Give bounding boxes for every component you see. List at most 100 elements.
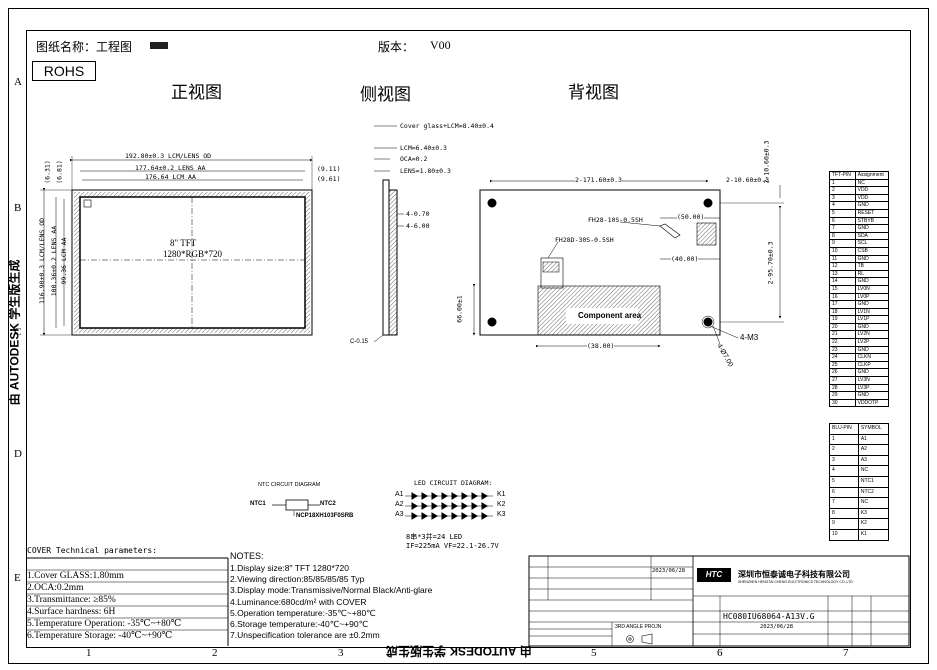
zone-col-1: 1 (86, 647, 92, 659)
blu-pin-cell: 2 (829, 444, 859, 456)
tft-signal-cell: CLKP (854, 360, 890, 370)
projection-label: 3RD ANGLE PROJN (615, 624, 662, 630)
zone-col-6: 6 (717, 647, 723, 659)
back-dim-50: (50.00) (677, 213, 705, 221)
tft-pin-cell: 17 (829, 300, 856, 309)
component-area-label: Component area (578, 311, 642, 320)
note-item: 6.Storage temperature:-40℃~+90℃ (230, 619, 369, 630)
dim-left-2: (6.81) (55, 160, 64, 184)
back-dim-40: (40.00) (671, 255, 699, 263)
company-name-en: SHENZHEN HENGTAI CHENG ELECTRONICS TECHN… (738, 580, 853, 584)
tft-pin-cell: 6 (829, 216, 856, 226)
blu-symbol-header: SYMBOL (857, 423, 890, 435)
tft-signal-cell: VDD (854, 193, 890, 203)
blu-symbol-cell: K3 (857, 507, 890, 520)
tft-signal-cell: TB (854, 262, 890, 271)
tft-signal-cell: RESET (854, 208, 890, 218)
led-k3: K3 (497, 511, 506, 518)
side-oca: OCA=0.2 (400, 155, 428, 163)
tft-signal-cell: CSB (854, 246, 890, 256)
tft-pin-cell: 26 (829, 368, 856, 378)
back-right-dim-v: 2-95.70±0.3 (766, 241, 775, 285)
note-item: 2.Viewing direction:85/85/85/85 Typ (230, 574, 365, 585)
tft-pin-cell: 11 (829, 254, 856, 264)
company-name: 深圳市恒泰诚电子科技有限公司 (738, 570, 850, 579)
tft-pin-cell: 20 (829, 322, 856, 332)
blu-pin-cell: 4 (829, 465, 859, 477)
title-block-frame (528, 555, 910, 647)
tft-signal-cell: GND (854, 391, 890, 400)
dim-lens-aa: 177.64±0.2 LENS AA (135, 164, 206, 172)
tft-pin-cell: 23 (829, 345, 856, 355)
zone-col-5: 5 (591, 647, 597, 659)
zone-col-3: 3 (338, 647, 344, 659)
blu-symbol-cell: A1 (857, 433, 890, 446)
side-view (373, 125, 404, 343)
side-lcm: LCM=6.40±0.3 (400, 144, 447, 152)
blu-pin-cell: 3 (829, 454, 859, 467)
drawing-name-redacted (150, 42, 168, 49)
blu-pin-cell: 10 (829, 528, 859, 541)
cover-item: 6.Temperature Storage: -40℃~+90℃ (27, 631, 173, 641)
side-lcm (388, 189, 398, 336)
tft-pin-cell: 22 (829, 338, 856, 347)
led-k1: K1 (497, 491, 506, 498)
dim-v-lcm-aa: 99.36 LCM AA (60, 237, 68, 285)
blu-symbol-cell: NC (857, 497, 890, 509)
tft-pin-cell: 5 (829, 208, 856, 218)
led-title: LED CIRCUIT DIAGRAM: (414, 479, 493, 487)
led-k2: K2 (497, 501, 506, 508)
tft-pin-cell: 2 (829, 186, 856, 195)
version-value: V00 (430, 38, 451, 52)
cover-item: 4.Surface hardness: 6H (27, 607, 116, 617)
notes-title: NOTES: (230, 551, 264, 561)
front-center-label-1: 8" TFT (170, 238, 197, 248)
version-label: 版本： (378, 40, 415, 54)
side-c-label: C-0.15 (350, 339, 369, 345)
tft-signal-cell: LV2P (854, 338, 890, 347)
front-outline (71, 189, 313, 336)
dim-lcm-lens-od: 192.80±0.3 LCM/LENS OD (125, 152, 212, 160)
dim-right-2: (9.61) (317, 175, 341, 183)
tft-pin-cell: 12 (829, 262, 856, 271)
tft-pin-cell: 15 (829, 284, 856, 294)
tft-signal-cell: LV3P (854, 383, 890, 393)
inner-frame (26, 30, 911, 648)
tft-signal-cell: GND (854, 345, 890, 355)
tft-pin-cell: 25 (829, 360, 856, 370)
bottom-frames (26, 555, 910, 647)
ntc-title: NTC CIRCUIT DIAGRAM (258, 482, 321, 488)
side-glass (382, 179, 390, 336)
dim-left-1: (6.31) (43, 160, 52, 184)
tft-signal-cell: LV2N (854, 330, 890, 340)
ntc-part: NCP18XH103F0SRB (296, 513, 354, 519)
dim-v-lens-aa: 100.36±0.2 LENS AA (50, 225, 58, 297)
blu-pin-cell: 8 (829, 507, 859, 520)
back-fh-label-2: FH28D-30S-0.5SH (555, 236, 614, 244)
tft-pin-cell: 4 (829, 201, 856, 210)
blu-symbol-cell: A2 (857, 444, 890, 456)
tft-pin-cell: 28 (829, 383, 856, 393)
cover-item: 2.OCA:0.2mm (27, 583, 84, 593)
back-holes: 4-M3 (740, 333, 759, 342)
tft-signal-cell: LV0N (854, 284, 890, 294)
tft-signal-cell: STBYB (854, 216, 890, 226)
blu-symbol-cell: K1 (857, 528, 890, 541)
back-dim-38: (38.00) (587, 342, 615, 350)
tft-signal-cell: RL (854, 269, 890, 279)
zone-row-b: B (14, 202, 22, 214)
tft-pin-cell: 24 (829, 353, 856, 362)
tft-pin-cell: 3 (829, 193, 856, 203)
blu-symbol-cell: NTC1 (857, 475, 890, 488)
led-circuit (405, 492, 493, 520)
tft-pin-cell: 27 (829, 376, 856, 385)
tft-pin-cell: 1 (829, 178, 856, 188)
title-block-date-2: 2023/06/28 (760, 624, 794, 630)
tft-pin-cell: 30 (829, 398, 856, 408)
side-d2: 4-6.00 (406, 222, 430, 230)
note-item: 5.Operation temperature:-35℃~+80℃ (230, 607, 376, 618)
blu-symbol-cell: A3 (857, 454, 890, 467)
ntc-right: NTC2 (320, 501, 336, 507)
zone-row-d: D (14, 448, 22, 460)
